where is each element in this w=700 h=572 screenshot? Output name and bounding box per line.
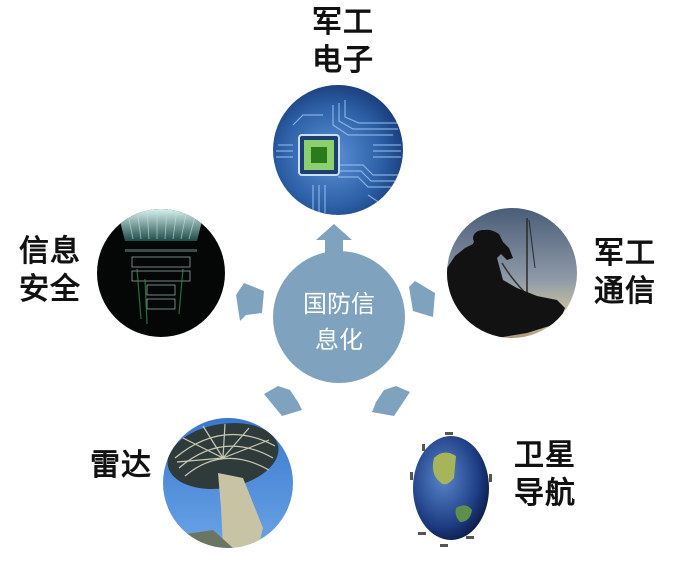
label-line: 信息 xyxy=(19,234,81,269)
label-military-communication: 军工 通信 xyxy=(585,235,665,311)
label-line: 卫星 xyxy=(514,438,576,473)
label-line: 通信 xyxy=(594,274,656,309)
radar-dish-icon xyxy=(163,418,293,548)
label-line: 导航 xyxy=(514,476,576,511)
globe-satellites-icon xyxy=(400,418,502,554)
label-satellite-navigation: 卫星 导航 xyxy=(505,437,585,513)
label-line: 军工 xyxy=(594,236,656,271)
soldier-radio-icon xyxy=(447,208,577,338)
label-line: 安全 xyxy=(19,272,81,307)
label-military-electronics: 军工 电子 xyxy=(303,4,383,80)
arrow-left-icon xyxy=(234,283,268,321)
arrow-right-icon xyxy=(407,281,439,319)
label-line: 雷达 xyxy=(90,448,152,483)
arrow-up-icon xyxy=(314,224,354,254)
arrow-down-left-icon xyxy=(264,386,304,416)
label-radar: 雷达 xyxy=(86,447,156,485)
center-hub-national-defense-informatization: 国防信 息化 xyxy=(273,251,405,383)
label-line: 军工 xyxy=(312,5,374,40)
center-label-line2: 息化 xyxy=(315,326,363,354)
center-label-line1: 国防信 xyxy=(303,290,375,318)
label-line: 电子 xyxy=(312,43,374,78)
arrow-down-right-icon xyxy=(370,386,410,416)
label-information-security: 信息 安全 xyxy=(15,233,85,309)
circuit-chip-icon xyxy=(273,85,403,215)
server-rack-icon xyxy=(97,209,225,337)
